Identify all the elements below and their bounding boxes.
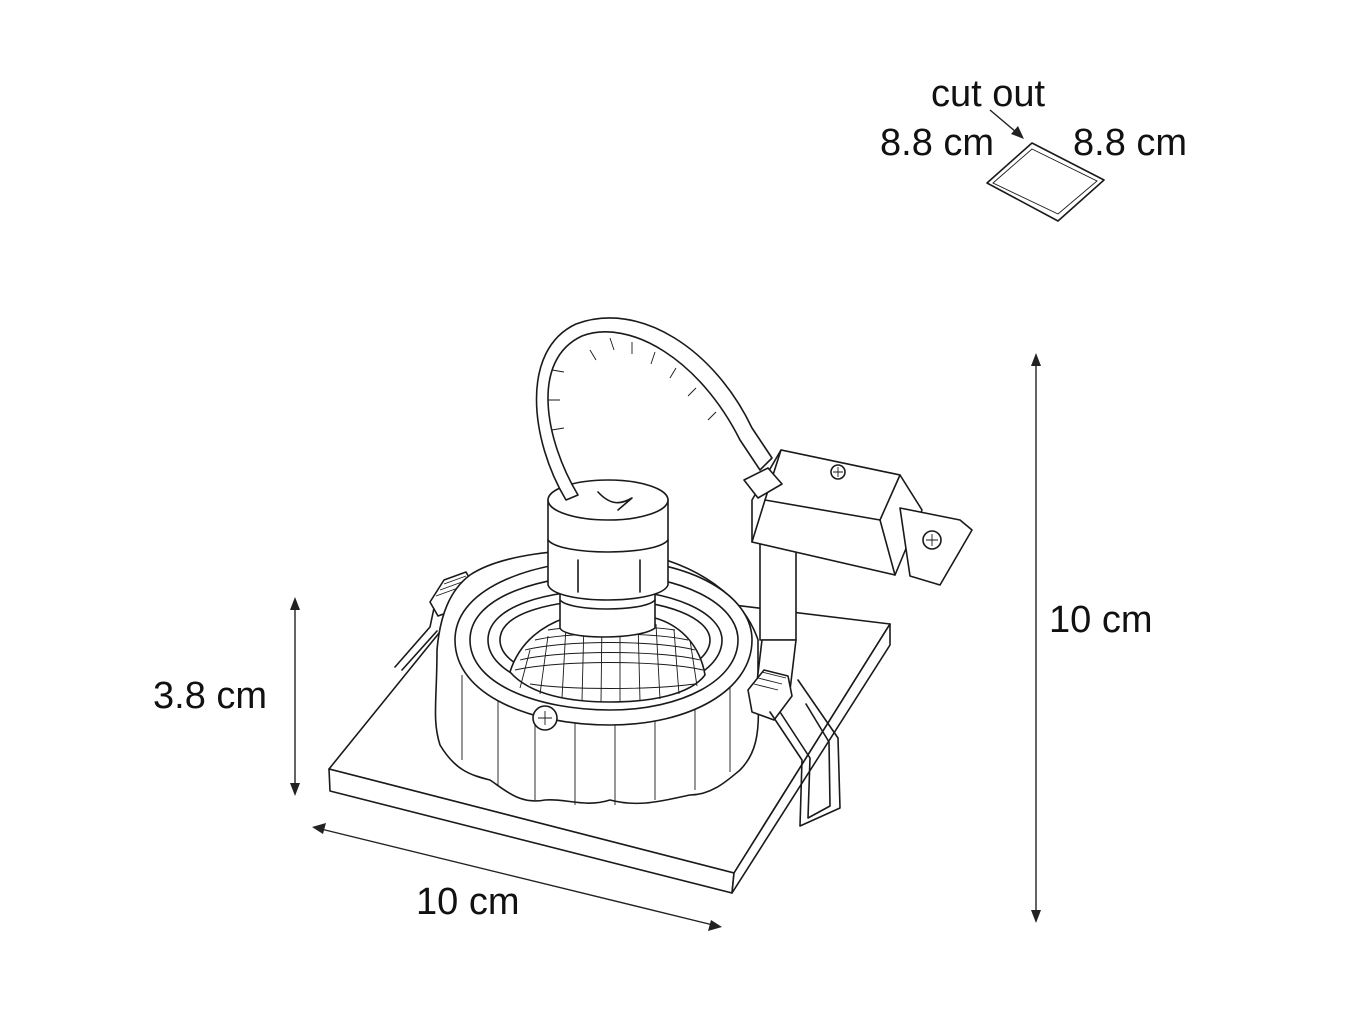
spotlight-fixture xyxy=(328,317,973,894)
reflector-lamp xyxy=(509,617,706,703)
cutout-depth-label: 8.8 cm xyxy=(1073,122,1187,164)
cutout-diagram xyxy=(986,109,1105,222)
power-cable xyxy=(535,317,773,511)
cutout-title-label: cut out xyxy=(931,73,1046,115)
adjust-screw xyxy=(532,705,558,731)
lamp-socket xyxy=(547,479,669,638)
cutout-width-label: 8.8 cm xyxy=(880,122,994,164)
dimension-total-height xyxy=(1031,353,1041,923)
recess-height-label: 3.8 cm xyxy=(153,675,267,717)
dimension-recess-height xyxy=(290,597,300,796)
dimension-front-width xyxy=(312,823,722,931)
spring-clip-right xyxy=(747,669,841,827)
total-height-label: 10 cm xyxy=(1049,599,1152,641)
junction-box xyxy=(743,449,973,691)
front-width-label: 10 cm xyxy=(416,881,519,923)
